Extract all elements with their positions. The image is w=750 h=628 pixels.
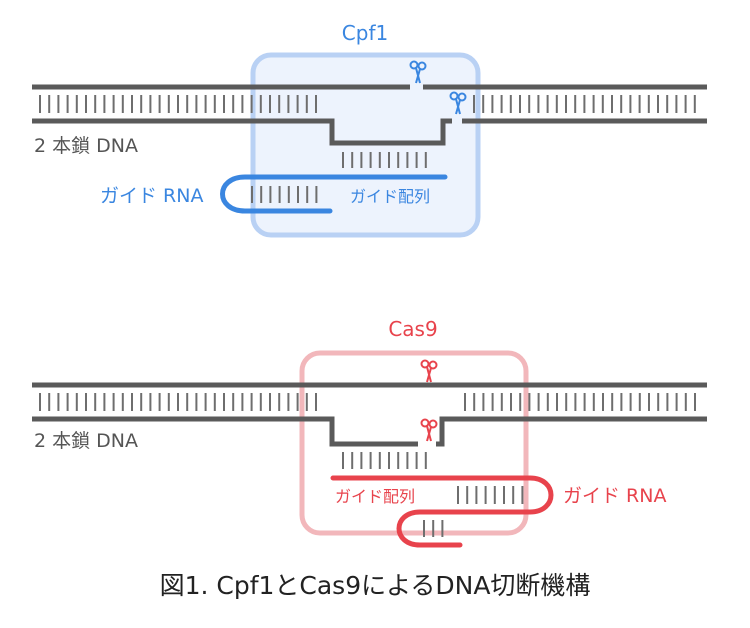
cas9-panel: Cas9 2 本鎖 DNA ガイド配列 ガイド RNA: [32, 317, 707, 548]
cas9-base-pairs-right: [464, 393, 696, 411]
scissors-icon: [409, 60, 427, 84]
cpf1-guide-seq-label: ガイド配列: [350, 187, 430, 206]
cas9-guide-rna-stem2-pairs: [423, 520, 444, 537]
cas9-guide-rna-stem-pairs: [457, 486, 524, 504]
cpf1-guide-rna-stem-pairs: [251, 186, 318, 203]
cpf1-enzyme-label: Cpf1: [342, 21, 388, 45]
cpf1-base-pairs-right: [473, 95, 696, 113]
cpf1-guide-rna-label: ガイド RNA: [100, 185, 203, 207]
cas9-guide-rna-label: ガイド RNA: [563, 485, 666, 507]
cas9-base-pairs-left: [39, 393, 317, 411]
figure-caption: 図1. Cpf1とCas9によるDNA切断機構: [159, 571, 591, 600]
cpf1-dna-bottom-strand: [32, 118, 707, 146]
cas9-dna-bottom-strand: [32, 416, 707, 447]
scissors-icon: [420, 359, 438, 383]
cas9-dna-label: 2 本鎖 DNA: [34, 430, 138, 452]
cpf1-dna-label: 2 本鎖 DNA: [34, 135, 138, 157]
cpf1-base-pairs-left: [39, 95, 317, 113]
cas9-guide-rna-strand: [330, 475, 554, 548]
cas9-enzyme-label: Cas9: [388, 317, 437, 341]
cas9-guide-seq-pairs: [342, 452, 427, 469]
scissors-icon: [420, 418, 438, 442]
cpf1-panel: Cpf1 2 本鎖: [32, 21, 707, 238]
scissors-icon: [449, 91, 467, 115]
cas9-guide-seq-label: ガイド配列: [335, 487, 415, 506]
cpf1-guide-seq-pairs: [342, 152, 427, 168]
cpf1-guide-rna-strand: [220, 174, 448, 214]
